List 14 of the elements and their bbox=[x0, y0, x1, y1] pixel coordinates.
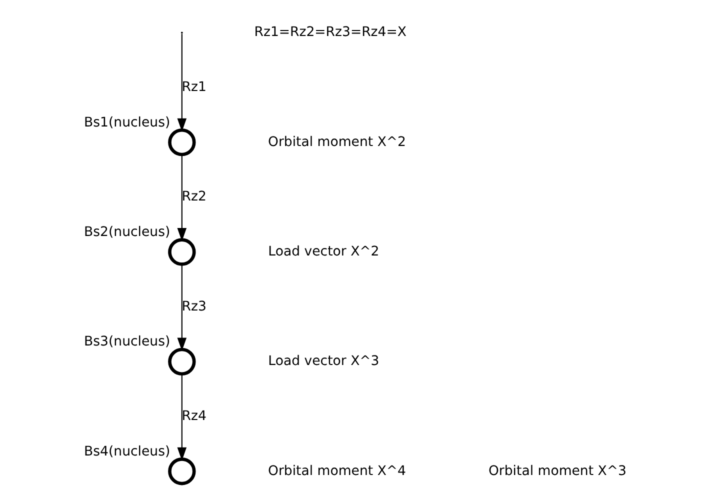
label: Load vector X^2 bbox=[268, 244, 379, 260]
label: Orbital moment X^2 bbox=[268, 134, 406, 150]
label: Rz1=Rz2=Rz3=Rz4=X bbox=[254, 25, 406, 40]
node-label: Bs1(nucleus) bbox=[83, 115, 170, 130]
node-label: Bs3(nucleus) bbox=[83, 334, 170, 350]
edge-label: Rz2 bbox=[181, 190, 206, 205]
edge-label: Rz1 bbox=[181, 80, 206, 95]
edge-label: Rz3 bbox=[181, 299, 206, 314]
label: Load vector X^3 bbox=[268, 354, 379, 370]
node-label: Bs2(nucleus) bbox=[83, 225, 170, 240]
label: Orbital moment X^3 bbox=[488, 464, 626, 479]
label: Orbital moment X^4 bbox=[268, 464, 406, 479]
node-label: Bs4(nucleus) bbox=[83, 444, 170, 460]
edge-label: Rz4 bbox=[181, 408, 206, 424]
